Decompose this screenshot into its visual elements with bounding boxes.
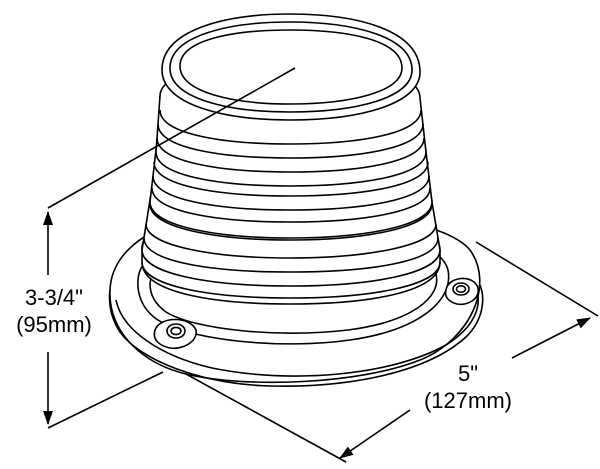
height-leader-line (47, 67, 296, 209)
height-imperial-text: 3-3/4" (25, 285, 83, 310)
height-dimension-label: 3-3/4" (95mm) (2, 284, 106, 338)
width-imperial-text: 5" (457, 361, 479, 386)
width-extension-line-left (185, 373, 347, 463)
width-dimension-arrow-right (511, 317, 591, 359)
height-metric-text: (95mm) (16, 312, 92, 337)
height-base-extension-line (47, 371, 164, 429)
width-dimension-label: 5" (127mm) (408, 360, 528, 414)
width-dimension-arrow-left (339, 409, 411, 459)
width-metric-text: (127mm) (423, 388, 512, 413)
mounting-hole-left (153, 318, 197, 350)
mounting-hole-right (444, 277, 479, 306)
width-extension-line-right (475, 241, 599, 317)
beacon-lens-body (141, 13, 441, 305)
height-dimension (43, 67, 296, 429)
width-dimension (185, 241, 599, 463)
